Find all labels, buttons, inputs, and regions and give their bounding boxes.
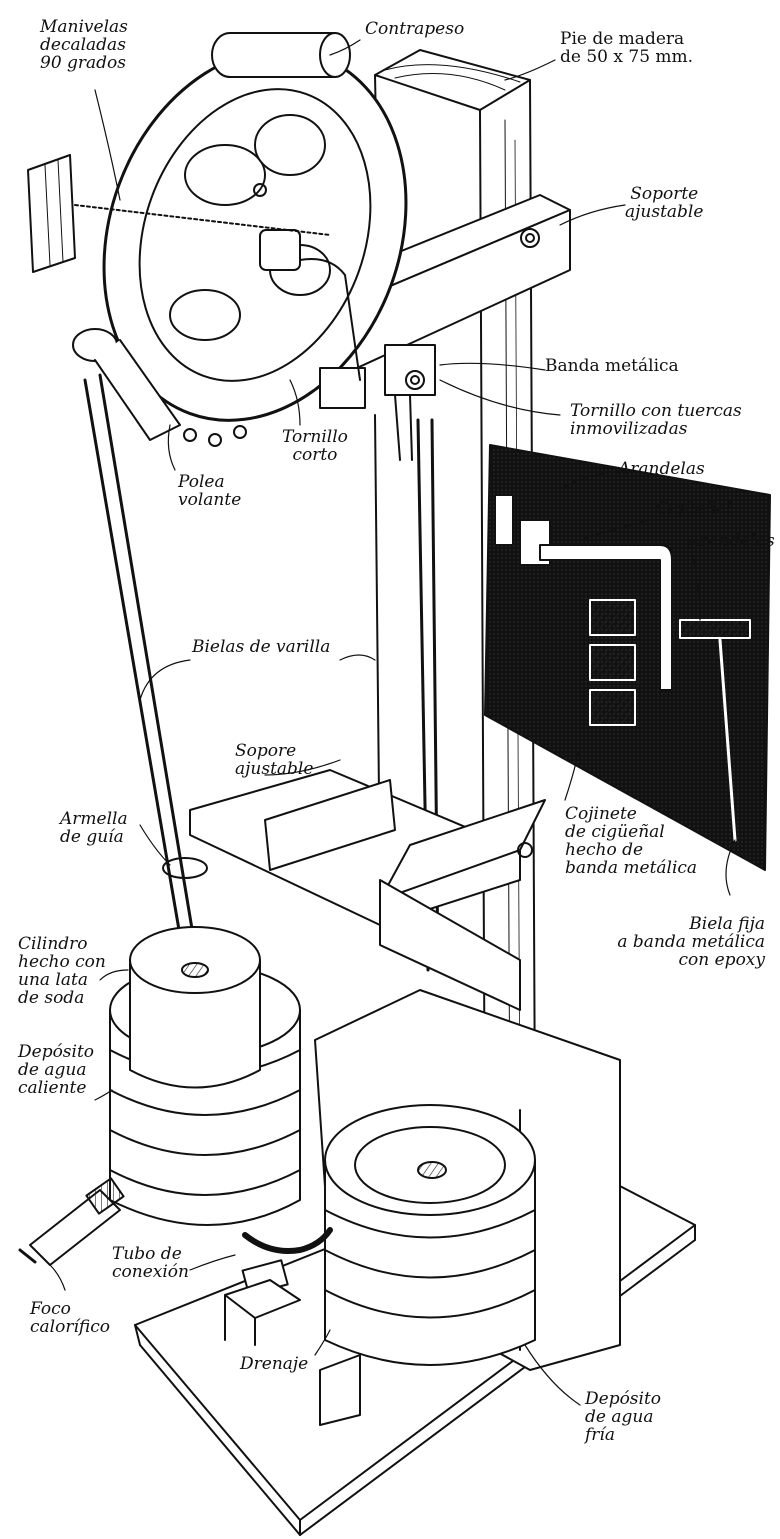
label-bearing: Cojinete de cigüeñal hecho de banda metá…	[565, 804, 698, 878]
label-cold-tank: Depósito de agua fría	[585, 1389, 662, 1445]
heat-source	[18, 1177, 125, 1266]
bearing-detail-inset	[484, 444, 771, 871]
drain-block	[224, 1279, 361, 1426]
label-washers-right: Arandelas	[688, 531, 775, 551]
label-guide-eye: Armella de guía	[60, 809, 128, 847]
label-washers-top: Arandelas	[618, 459, 705, 479]
label-fixed-rod: Biela fija a banda metálica con epoxy	[617, 914, 765, 970]
adjustable-support-mid	[189, 769, 546, 1011]
guide-eye-left	[162, 857, 208, 879]
label-cranks: Manivelas decaladas 90 grados	[40, 17, 128, 73]
label-cylinder: Cilindro hecho con una lata de soda	[18, 934, 106, 1008]
label-hot-tank: Depósito de agua caliente	[18, 1042, 95, 1098]
metal-band-clamp	[299, 258, 436, 461]
flywheel-bracket	[27, 154, 76, 273]
label-rod-conrods: Bielas de varilla	[192, 637, 331, 657]
label-short-screw: Tornillo corto	[282, 427, 348, 465]
label-drain: Drenaje	[240, 1354, 309, 1374]
label-heat-source: Foco calorífico	[30, 1299, 110, 1337]
label-connection-tube: Tubo de conexión	[112, 1244, 189, 1282]
soda-can-cylinder	[129, 926, 261, 1089]
label-adjustable-support-mid: Sopore ajustable	[235, 741, 314, 779]
cold-water-tank	[324, 1104, 536, 1366]
leader-lines	[49, 39, 736, 1406]
label-bolt: Tornillo con tuercas inmovilizadas	[570, 401, 742, 439]
label-wood-post: Pie de madera de 50 x 75 mm.	[560, 29, 694, 67]
label-counterweight: Contrapeso	[365, 19, 465, 39]
label-flywheel: Polea volante	[178, 472, 242, 510]
crank-shaft	[74, 204, 331, 236]
label-crankshaft: Cigüeñal	[655, 499, 732, 519]
flywheel	[72, 32, 408, 447]
label-adjustable-support-top: Soporte ajustable	[625, 184, 704, 222]
label-metal-band: Banda metálica	[545, 356, 679, 376]
